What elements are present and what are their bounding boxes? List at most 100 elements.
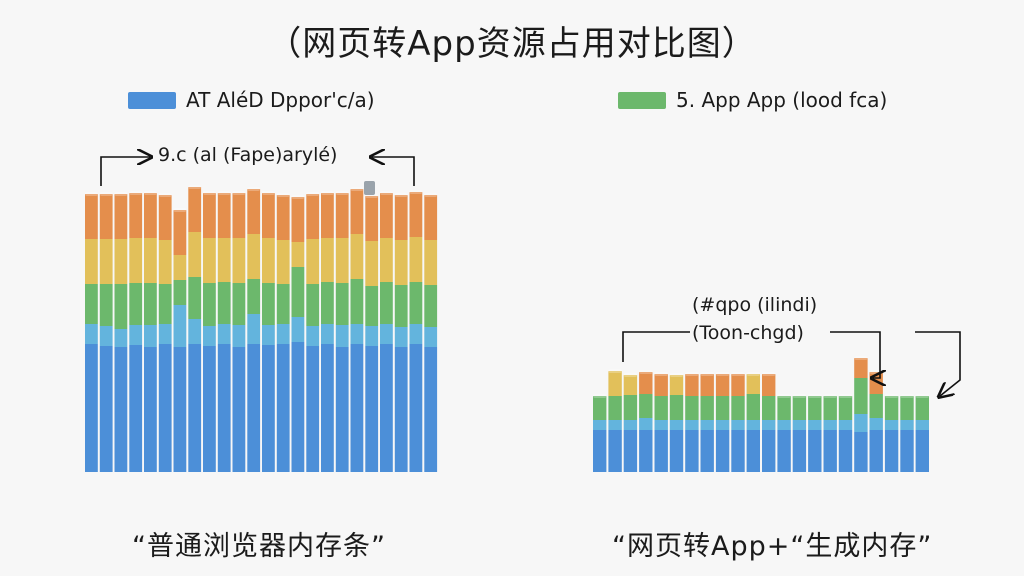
- bar-left-22-orange: [409, 192, 423, 237]
- bar-cap-left-15: [306, 192, 320, 196]
- bar-right-21-light_blue: [915, 420, 929, 430]
- legend-swatch-blue: [128, 91, 176, 109]
- bar-right-17-green: [854, 378, 868, 414]
- bar-cap-left-14: [291, 195, 305, 199]
- bar-left-20-green: [380, 282, 393, 324]
- bar-right-20-blue: [900, 430, 914, 472]
- bar-right-3-blue: [639, 430, 653, 472]
- bar-left-13-light_blue: [276, 324, 290, 344]
- bar-left-18-orange: [350, 189, 364, 234]
- bar-left-12-green: [262, 283, 275, 325]
- bar-left-7-light_blue: [188, 319, 202, 344]
- bar-left-5-green: [158, 284, 172, 324]
- bar-left-0-light_blue: [85, 324, 98, 344]
- bar-left-20-yellow: [380, 238, 393, 282]
- bar-right-7-green: [700, 396, 714, 420]
- right-side-arrow: [915, 331, 961, 396]
- bar-right-19-green: [884, 396, 899, 420]
- bar-left-12-blue: [262, 345, 275, 472]
- bar-right-14-blue: [808, 430, 822, 472]
- bar-left-6-green: [173, 280, 187, 305]
- bar-left-12-orange: [262, 193, 275, 238]
- bar-left-21-light_blue: [394, 327, 408, 347]
- bar-left-10-green: [232, 283, 246, 325]
- bar-left-9-blue: [217, 344, 231, 472]
- bar-left-4-blue: [144, 347, 157, 472]
- bar-right-10-light_blue: [746, 420, 760, 430]
- bar-left-9-green: [217, 282, 231, 324]
- bar-right-17-blue: [854, 432, 868, 472]
- bar-right-16-green: [838, 396, 853, 420]
- bar-cap-right-14: [808, 394, 822, 398]
- bar-cap-right-15: [823, 394, 837, 398]
- bar-cap-left-3: [129, 191, 143, 195]
- right-bracket-line-end: [830, 331, 880, 378]
- bar-left-1-light_blue: [99, 326, 113, 346]
- bar-left-14-blue: [291, 342, 305, 472]
- bar-left-0-yellow: [85, 239, 98, 284]
- legend-label-app: 5. App App (lood fca): [676, 88, 888, 112]
- bar-left-1-blue: [99, 346, 113, 472]
- bar-right-12-light_blue: [777, 420, 791, 430]
- right-annotation-line1: (#qpo (ilindi): [692, 294, 818, 316]
- bar-cap-left-4: [144, 191, 157, 195]
- bar-right-8-orange: [715, 374, 730, 396]
- bar-left-2-light_blue: [114, 329, 128, 347]
- bar-right-16-light_blue: [838, 420, 853, 430]
- bar-left-19-yellow: [365, 241, 379, 286]
- bar-right-19-blue: [884, 430, 899, 472]
- bar-cap-left-23: [424, 193, 438, 197]
- bar-left-11-blue: [247, 344, 261, 472]
- bar-left-18-yellow: [350, 234, 364, 279]
- bar-cap-right-12: [777, 394, 791, 398]
- bar-cap-left-0: [85, 192, 98, 196]
- bar-right-4-orange: [654, 374, 668, 396]
- bar-right-9-blue: [731, 430, 745, 472]
- bar-right-0-light_blue: [593, 420, 607, 430]
- bar-left-4-yellow: [144, 238, 157, 283]
- bar-left-19-orange: [365, 196, 379, 241]
- bar-right-21-blue: [915, 430, 929, 472]
- bar-right-8-blue: [715, 430, 730, 472]
- bar-left-3-green: [129, 283, 143, 325]
- bar-left-18-blue: [350, 344, 364, 472]
- bar-cap-right-1: [608, 369, 622, 373]
- left-bracket-arrow-left: [100, 157, 150, 186]
- bar-cap-left-1: [99, 192, 113, 196]
- chart-title: （网页转App资源占用对比图）: [267, 24, 757, 64]
- bar-left-7-yellow: [188, 232, 202, 277]
- legend-swatch-green: [618, 91, 666, 109]
- bar-right-0-green: [593, 396, 607, 420]
- bar-right-2-light_blue: [623, 420, 638, 430]
- bar-left-3-yellow: [129, 238, 143, 283]
- bar-right-15-green: [823, 396, 837, 420]
- bar-right-1-blue: [608, 430, 622, 472]
- left-chart-caption: “普通浏览器内存条”: [132, 531, 386, 562]
- bar-left-8-light_blue: [203, 326, 216, 346]
- bar-left-20-light_blue: [380, 324, 393, 344]
- bar-left-12-light_blue: [262, 325, 275, 345]
- bar-right-6-light_blue: [685, 420, 699, 430]
- bar-right-7-blue: [700, 430, 714, 472]
- bar-left-6-orange: [173, 210, 187, 255]
- bar-cap-right-10: [746, 372, 760, 376]
- bar-left-5-blue: [158, 344, 172, 472]
- bar-left-10-orange: [232, 193, 246, 238]
- bar-cap-right-11: [762, 372, 776, 376]
- bar-cap-left-9: [217, 191, 231, 195]
- bar-left-16-yellow: [321, 238, 334, 282]
- bar-left-11-yellow: [247, 234, 261, 279]
- bar-cap-left-11: [247, 187, 261, 191]
- bar-left-22-yellow: [409, 237, 423, 282]
- bar-right-12-blue: [777, 430, 791, 472]
- bar-cap-left-2: [114, 192, 128, 196]
- bar-left-11-orange: [247, 189, 261, 234]
- bar-left-9-orange: [217, 193, 231, 238]
- bar-right-5-yellow: [669, 375, 684, 395]
- bar-right-2-green: [623, 395, 638, 420]
- bar-left-17-blue: [335, 347, 349, 472]
- bar-left-10-blue: [232, 347, 246, 472]
- bar-right-1-green: [608, 396, 622, 420]
- bar-right-15-light_blue: [823, 420, 837, 430]
